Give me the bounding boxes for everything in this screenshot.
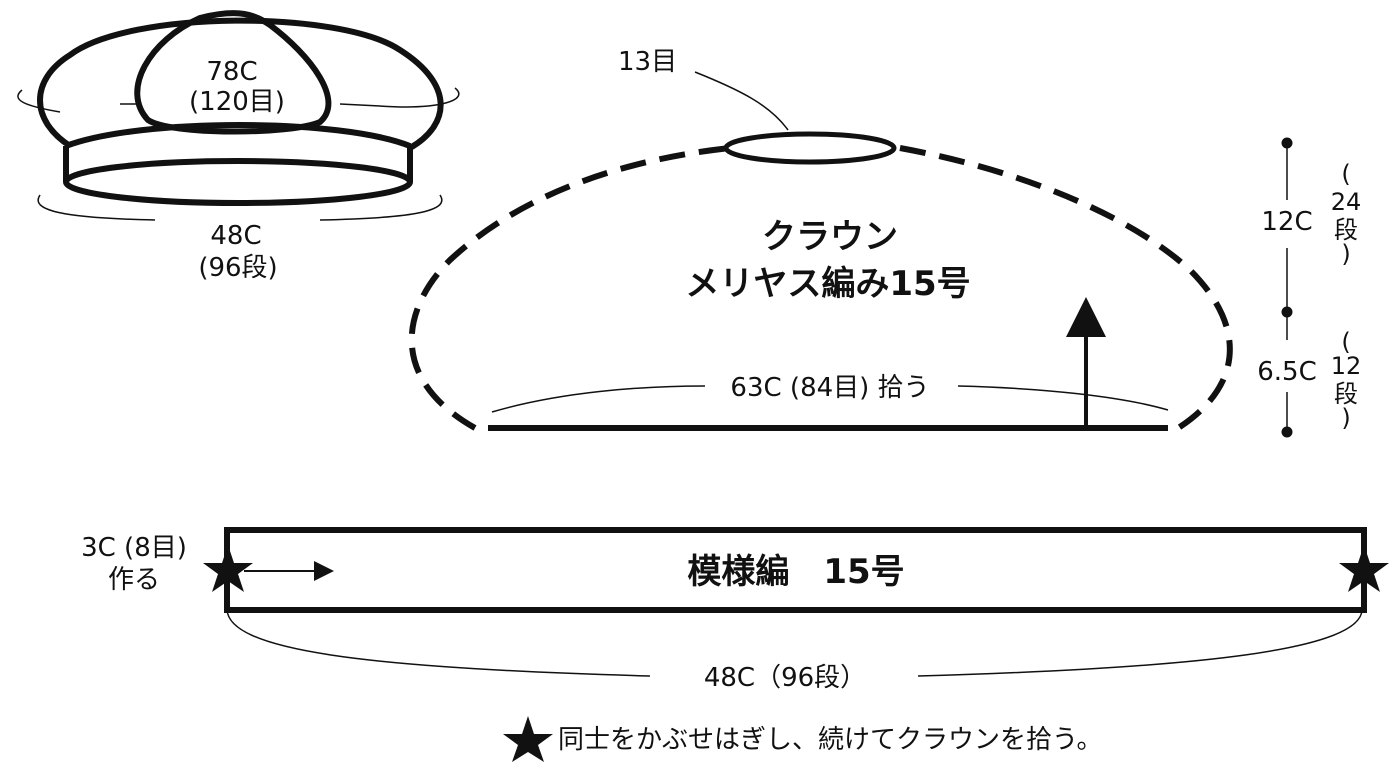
scale-dot-mid — [1281, 306, 1293, 318]
hat-illustration — [17, 10, 460, 221]
crown-circ-label: 78C — [206, 57, 257, 87]
crown-top-leader — [694, 71, 789, 131]
band-length-label: 48C（96段） — [704, 663, 866, 693]
star-icon — [203, 545, 253, 592]
lower-length-label: 6.5C — [1257, 357, 1317, 387]
scale-dot-top — [1281, 137, 1293, 149]
join-note: 同士をかぶせはぎし、続けてクラウンを拾う。 — [558, 725, 1102, 755]
band-circ-label: 48C — [210, 221, 261, 251]
crown-pickup-label: 63C (84目) 拾う — [730, 373, 929, 403]
band-circ-arc — [37, 194, 443, 221]
crown-dome-outline — [408, 145, 1233, 433]
svg-text:12: 12 — [1331, 352, 1362, 380]
crown-pickup-arc — [491, 385, 1169, 413]
band-rows-label: (96段) — [198, 253, 277, 283]
note-star — [503, 716, 553, 762]
crown-circ-arc — [17, 87, 460, 113]
lower-rows-label: ( 12 段 ) — [1331, 328, 1362, 432]
join-star-left — [203, 545, 253, 592]
star-icon — [503, 716, 553, 762]
star-icon — [1339, 545, 1389, 592]
svg-text:): ) — [1341, 240, 1350, 268]
hat-crown-top — [134, 10, 332, 135]
cast-on-count-label: 3C (8目) — [81, 533, 187, 563]
upper-rows-label: ( 24 段 ) — [1331, 160, 1362, 268]
svg-text:24: 24 — [1331, 188, 1362, 216]
svg-text:(: ( — [1341, 328, 1350, 356]
svg-text:段: 段 — [1334, 380, 1358, 408]
crown-height-scale — [1281, 137, 1293, 438]
upper-length-label: 12C — [1261, 207, 1312, 237]
crown-top-sts-label: 13目 — [618, 47, 677, 77]
join-star-right — [1339, 545, 1389, 592]
hat-band-bottom — [63, 158, 413, 206]
svg-text:段: 段 — [1334, 216, 1358, 244]
band-stitch-label: 模様編 15号 — [687, 552, 904, 592]
crown-top-opening — [723, 131, 897, 165]
cast-on-verb-label: 作る — [108, 565, 160, 595]
scale-dot-bottom — [1281, 426, 1293, 438]
band-length-arc — [226, 609, 1363, 677]
crown-title: クラウン — [762, 217, 898, 257]
hat-band-top — [64, 122, 412, 149]
hat-band-sides — [63, 146, 413, 182]
svg-text:): ) — [1341, 404, 1350, 432]
crown-stitch-label: メリヤス編み15号 — [685, 264, 970, 304]
svg-text:(: ( — [1341, 160, 1350, 188]
crown-panel — [408, 71, 1233, 433]
crown-sts-label: (120目) — [189, 87, 285, 117]
hat-crown-outline — [37, 17, 444, 151]
